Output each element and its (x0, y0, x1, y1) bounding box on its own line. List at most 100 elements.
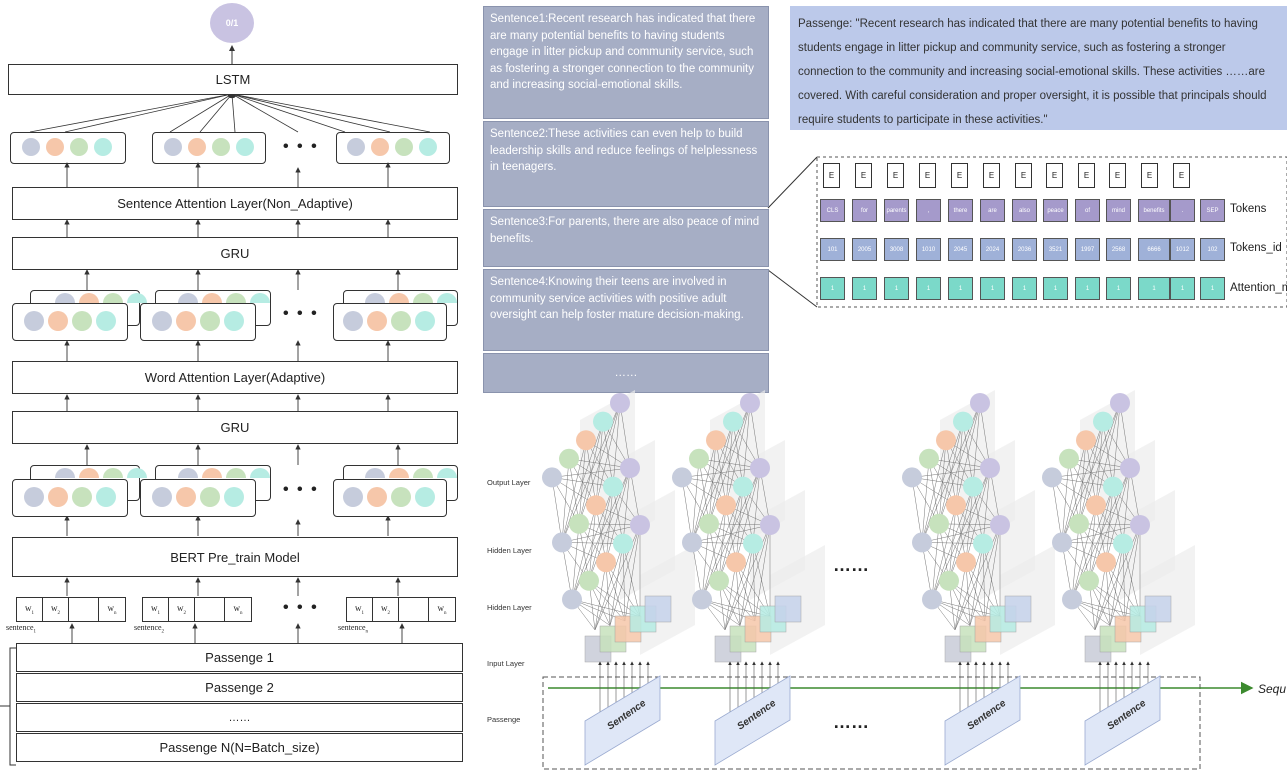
gru-bottom-layer: GRU (12, 411, 458, 444)
attention-cell: 1 (948, 277, 973, 300)
network-node (726, 552, 746, 573)
embedding-box: E (919, 163, 936, 188)
sentence-label: sentence2 (134, 623, 165, 635)
network-edge (969, 524, 1001, 626)
network-edge (921, 542, 984, 544)
network-node (1103, 476, 1123, 497)
sentence-plane (1084, 675, 1161, 766)
network-node (586, 495, 606, 516)
vector-element-circle (437, 293, 457, 303)
network-edge (551, 467, 631, 478)
word-token: w2 (373, 598, 399, 621)
vector-element-circle (371, 138, 389, 156)
network-column: Sentence (902, 390, 1055, 766)
token-id-cell: 1997 (1075, 238, 1100, 261)
token-id-cell: 2568 (1106, 238, 1131, 261)
network-node (1130, 515, 1150, 535)
attention-cell: 1 (1138, 277, 1170, 300)
vector-element-circle (24, 311, 44, 331)
passage-label: Passenge N(N=Batch_size) (159, 740, 320, 755)
token-cell: parents (884, 199, 909, 222)
attention-cell: 1 (820, 277, 845, 300)
network-node (596, 552, 616, 573)
network-edge (724, 562, 737, 631)
network-edge (594, 543, 624, 631)
token-cell: . (1170, 199, 1195, 222)
vector-element-circle (152, 487, 172, 507)
network-edge (681, 477, 744, 487)
token-id-cell: 3008 (884, 238, 909, 261)
input-cube (1144, 595, 1172, 623)
vector-element-circle (365, 293, 385, 303)
lstm-label: LSTM (215, 72, 251, 87)
vector-element-circle (152, 311, 172, 331)
vector-group (152, 132, 266, 164)
token-id-cell: 2005 (852, 238, 877, 261)
network-node (1069, 513, 1089, 534)
token-id-cell: 2036 (1012, 238, 1037, 261)
network-edge (1119, 402, 1131, 469)
network-node (613, 533, 633, 554)
network-node (740, 393, 760, 413)
network-node (593, 411, 613, 432)
network-node (743, 533, 763, 554)
network-node (1086, 495, 1106, 516)
row-label-token-ids: Tokens_id (1230, 242, 1282, 254)
word-cell-empty (195, 598, 225, 621)
network-edge (691, 524, 771, 543)
network-edge (691, 542, 754, 544)
attention-cell: 1 (980, 277, 1005, 300)
network-node (709, 570, 729, 591)
ellipsis-dots: • • • (283, 481, 319, 498)
network-edge (724, 543, 754, 631)
embedding-box: E (1078, 163, 1095, 188)
network-edge (1094, 562, 1107, 631)
sentence-4: Sentence4:Knowing their teens are involv… (483, 269, 769, 351)
passage-1: Passenge 1 (16, 643, 463, 672)
embedding-box: E (855, 163, 872, 188)
vector-element-circle (347, 138, 365, 156)
network-node (692, 589, 712, 610)
network-edge (752, 543, 756, 622)
network-edge (1105, 562, 1126, 622)
network-edge (1109, 543, 1124, 626)
network-node (569, 513, 589, 534)
network-node (970, 393, 990, 413)
vector-element-circle (70, 138, 88, 156)
vector-element-circle (202, 468, 222, 478)
network-edge (982, 543, 986, 622)
sentence-plane (944, 675, 1021, 766)
bert-label: BERT Pre_train Model (170, 549, 300, 565)
network-node (689, 448, 709, 469)
sentence-label: sentence1 (6, 623, 37, 635)
word-token: w1 (17, 598, 43, 621)
word-token: w2 (43, 598, 69, 621)
vector-element-circle (413, 293, 433, 303)
vector-element-circle (250, 293, 270, 303)
row-label-tokens: Tokens (1230, 203, 1267, 215)
word-cell-empty (399, 598, 429, 621)
word-token-text: w2 (177, 603, 186, 616)
attention-cell: 1 (916, 277, 941, 300)
network-edge (969, 543, 984, 626)
network-edge (568, 458, 631, 469)
layer-label-hidden-2: Hidden Layer (487, 603, 532, 612)
network-edge (609, 543, 624, 626)
vector-element-circle (226, 468, 246, 478)
sentence-label: sentencen (338, 623, 369, 635)
network-edge (701, 599, 771, 617)
layer-label-output: Output Layer (487, 478, 531, 487)
output-node: 0/1 (210, 3, 254, 43)
network-node (912, 532, 932, 553)
vector-element-circle (389, 468, 409, 478)
vector-element-circle (236, 138, 254, 156)
vector-element-circle (55, 468, 75, 478)
sentence-attention-label: Sentence Attention Layer(Non_Adaptive) (117, 196, 353, 211)
token-cell: CLS (820, 199, 845, 222)
attention-cell: 1 (1075, 277, 1100, 300)
network-node (1052, 532, 1072, 553)
network-column: Sentence (1042, 390, 1195, 766)
